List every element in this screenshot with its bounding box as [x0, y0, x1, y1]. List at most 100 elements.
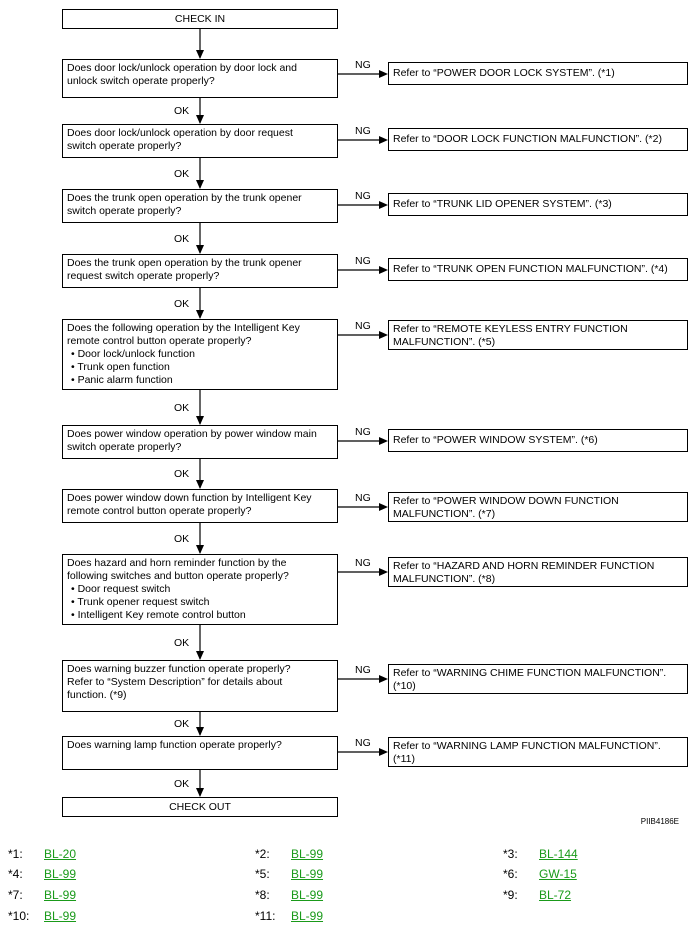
question-box: Does warning buzzer function operate pro…: [62, 660, 338, 712]
ng-reference-box: Refer to “WARNING LAMP FUNCTION MALFUNCT…: [388, 737, 688, 767]
arrow-head-right: [379, 266, 388, 274]
ng-reference-text: Refer to “WARNING LAMP FUNCTION MALFUNCT…: [393, 740, 661, 752]
reference-item: *9: BL-72: [503, 888, 653, 904]
reference-link[interactable]: BL-99: [44, 888, 77, 902]
arrow-head-down: [196, 180, 204, 189]
question-text: Does warning lamp function operate prope…: [67, 739, 282, 751]
bullet-text: Trunk open function: [77, 361, 170, 373]
reference-item: *11:BL-99: [255, 909, 405, 925]
ng-reference-text: MALFUNCTION”. (*8): [393, 573, 496, 585]
ng-reference-box: Refer to “TRUNK LID OPENER SYSTEM”. (*3): [388, 193, 688, 216]
ng-reference-text: (*11): [393, 753, 415, 765]
flow-arrows: [196, 29, 388, 797]
reference-link[interactable]: BL-99: [291, 888, 324, 902]
ng-reference-text: Refer to “TRUNK OPEN FUNCTION MALFUNCTIO…: [393, 263, 668, 275]
ng-reference-text: Refer to “HAZARD AND HORN REMINDER FUNCT…: [393, 560, 655, 572]
check-out-box: CHECK OUT: [62, 797, 338, 817]
arrow-head-right: [379, 437, 388, 445]
arrow-head-down: [196, 480, 204, 489]
check-in-label: CHECK IN: [174, 12, 226, 25]
ng-reference-text: Refer to “POWER DOOR LOCK SYSTEM”. (*1): [393, 67, 615, 79]
reference-link[interactable]: BL-99: [291, 909, 324, 923]
reference-item: *3: BL-144: [503, 847, 653, 863]
arrow-head-right: [379, 70, 388, 78]
reference-item: *10: BL-99: [8, 909, 158, 925]
question-box: Does warning lamp function operate prope…: [62, 736, 338, 770]
question-box: Does the trunk open operation by the tru…: [62, 254, 338, 288]
bullet-text: Door request switch: [77, 583, 171, 595]
question-bullet: • Intelligent Key remote control button: [67, 609, 333, 622]
ng-label: NG: [355, 664, 371, 676]
reference-link[interactable]: BL-144: [539, 847, 578, 861]
reference-link[interactable]: BL-99: [44, 867, 77, 881]
question-bullet: • Door lock/unlock function: [67, 348, 333, 361]
question-text: Does door lock/unlock operation by door …: [67, 127, 293, 139]
reference-link[interactable]: BL-72: [539, 888, 572, 902]
ng-label: NG: [355, 125, 371, 137]
question-text: remote control button operate properly?: [67, 505, 252, 517]
question-bullet: • Trunk opener request switch: [67, 596, 333, 609]
reference-link[interactable]: GW-15: [539, 867, 577, 881]
bullet-icon: •: [71, 583, 78, 595]
question-text: Does the trunk open operation by the tru…: [67, 257, 302, 269]
arrow-head-right: [379, 675, 388, 683]
question-text: Does power window operation by power win…: [67, 428, 317, 440]
arrow-head-down: [196, 310, 204, 319]
reference-key: *9:: [503, 888, 518, 902]
question-box: Does power window down function by Intel…: [62, 489, 338, 523]
arrow-head-down: [196, 115, 204, 124]
bullet-text: Door lock/unlock function: [77, 348, 195, 360]
ng-reference-text: Refer to “WARNING CHIME FUNCTION MALFUNC…: [393, 667, 667, 679]
arrow-head-down: [196, 788, 204, 797]
arrow-head-right: [379, 331, 388, 339]
question-box: Does power window operation by power win…: [62, 425, 338, 459]
question-text: Does the following operation by the Inte…: [67, 322, 300, 334]
reference-link[interactable]: BL-99: [291, 867, 324, 881]
question-text: Does warning buzzer function operate pro…: [67, 663, 291, 675]
ok-label: OK: [174, 532, 190, 545]
reference-item: *5: BL-99: [255, 867, 405, 883]
question-text: Does hazard and horn reminder function b…: [67, 557, 287, 569]
ng-label: NG: [355, 190, 371, 202]
reference-item: *8: BL-99: [255, 888, 405, 904]
ok-label: OK: [174, 777, 190, 790]
reference-key: *5:: [255, 867, 270, 881]
reference-key: *8:: [255, 888, 270, 902]
ng-reference-text: MALFUNCTION”. (*5): [393, 336, 496, 348]
question-text: unlock switch operate properly?: [67, 75, 215, 87]
bullet-icon: •: [71, 348, 78, 360]
question-text: Does the trunk open operation by the tru…: [67, 192, 302, 204]
reference-key: *4:: [8, 867, 23, 881]
arrow-head-down: [196, 545, 204, 554]
ok-label: OK: [174, 718, 190, 730]
reference-key: *10:: [8, 909, 30, 923]
reference-key: *3:: [503, 847, 518, 861]
question-bullet: • Door request switch: [67, 583, 333, 596]
question-box: Does the trunk open operation by the tru…: [62, 189, 338, 223]
question-text: Does power window down function by Intel…: [67, 492, 312, 504]
ng-label: NG: [355, 737, 371, 749]
check-out-label: CHECK OUT: [169, 800, 231, 813]
bullet-icon: •: [71, 361, 78, 373]
question-text: switch operate properly?: [67, 205, 182, 217]
ok-label: OK: [174, 232, 190, 245]
ng-reference-box: Refer to “POWER WINDOW SYSTEM”. (*6): [388, 429, 688, 452]
arrow-head-down: [196, 651, 204, 660]
bullet-icon: •: [71, 609, 78, 621]
arrow-head-down: [196, 50, 204, 59]
reference-item: *7:BL-99: [8, 888, 158, 904]
reference-link[interactable]: BL-99: [44, 909, 77, 923]
question-text: switch operate properly?: [67, 441, 182, 453]
ng-label: NG: [355, 557, 371, 569]
reference-link[interactable]: BL-99: [291, 847, 324, 861]
arrow-head-right: [379, 568, 388, 576]
reference-link[interactable]: BL-20: [44, 847, 77, 861]
arrow-head-down: [196, 245, 204, 254]
bullet-icon: •: [71, 596, 78, 608]
arrow-head-right: [379, 201, 388, 209]
ng-reference-text: Refer to “POWER WINDOW SYSTEM”. (*6): [393, 434, 598, 446]
ng-label: NG: [355, 426, 371, 438]
ng-reference-text: Refer to “TRUNK LID OPENER SYSTEM”. (*3): [393, 198, 612, 210]
question-box: Does door lock/unlock operation by door …: [62, 59, 338, 98]
